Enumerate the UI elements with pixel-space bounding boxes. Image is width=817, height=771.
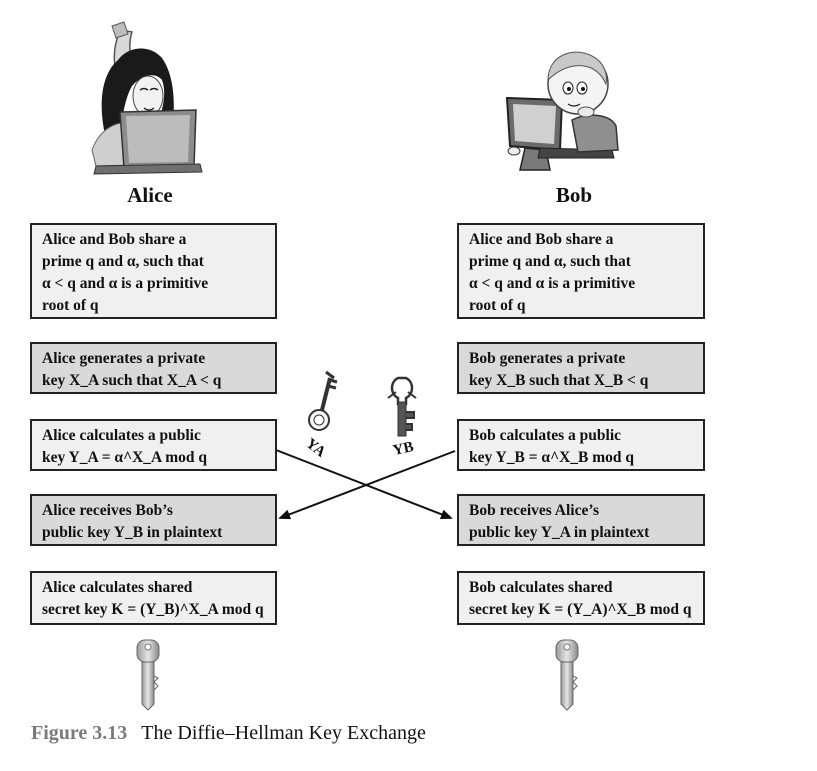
bob-at-computer-icon — [505, 51, 619, 171]
step-line: secret key K = (Y_B)^X_A mod q — [42, 601, 264, 618]
step-line: Bob receives Alice’s — [469, 502, 599, 519]
shared-key-icon — [136, 639, 160, 711]
bob-step-public-key: Bob calculates a public key Y_B = α^X_B … — [457, 419, 705, 471]
step-line: root of q — [42, 297, 99, 314]
step-line: Alice and Bob share a — [42, 231, 187, 248]
bob-step-shared-secret: Bob calculates shared secret key K = (Y_… — [457, 571, 705, 625]
step-line: public key Y_A in plaintext — [469, 524, 650, 541]
figure-title: The Diffie–Hellman Key Exchange — [141, 722, 426, 744]
step-line: Alice generates a private — [42, 350, 206, 367]
step-line: prime q and α, such that — [42, 253, 204, 270]
alice-with-laptop-icon — [91, 21, 203, 175]
bob-step-receive: Bob receives Alice’s public key Y_A in p… — [457, 494, 705, 546]
step-line: Bob calculates shared — [469, 579, 613, 596]
participant-bob: Bob — [555, 183, 593, 207]
bob-step-shared-params: Alice and Bob share a prime q and α, suc… — [457, 223, 705, 319]
private-key-icon-a — [308, 370, 338, 431]
private-key-icon-b — [387, 376, 417, 437]
step-line: key X_B such that X_B < q — [469, 372, 649, 389]
step-line: secret key K = (Y_A)^X_B mod q — [469, 601, 692, 618]
step-line: public key Y_B in plaintext — [42, 524, 223, 541]
alice-step-shared-params: Alice and Bob share a prime q and α, suc… — [30, 223, 277, 319]
alice-step-public-key: Alice calculates a public key Y_A = α^X_… — [30, 419, 277, 471]
step-line: α < q and α is a primitive — [469, 275, 636, 292]
step-line: Alice receives Bob’s — [42, 502, 173, 519]
alice-step-private-key: Alice generates a private key X_A such t… — [30, 342, 277, 394]
step-line: prime q and α, such that — [469, 253, 631, 270]
exchange-arrows — [275, 449, 456, 520]
participant-alice: Alice — [127, 183, 173, 207]
step-line: key X_A such that X_A < q — [42, 372, 222, 389]
step-line: Bob generates a private — [469, 350, 626, 367]
arrow-ya-to-bob — [275, 449, 453, 520]
figure-caption: Figure 3.13 The Diffie–Hellman Key Exchan… — [31, 722, 426, 745]
bob-step-private-key: Bob generates a private key X_B such tha… — [457, 342, 705, 394]
step-line: root of q — [469, 297, 526, 314]
step-line: key Y_A = α^X_A mod q — [42, 449, 208, 466]
arrow-yb-to-alice — [278, 450, 456, 520]
key-label-yb-text: YB — [391, 439, 416, 460]
step-line: key Y_B = α^X_B mod q — [469, 449, 635, 466]
figure-number: Figure 3.13 — [31, 722, 128, 744]
alice-step-receive: Alice receives Bob’s public key Y_B in p… — [30, 494, 277, 546]
step-line: Bob calculates a public — [469, 427, 622, 444]
alice-step-shared-secret: Alice calculates shared secret key K = (… — [30, 571, 277, 625]
step-line: α < q and α is a primitive — [42, 275, 209, 292]
step-line: Alice and Bob share a — [469, 231, 614, 248]
shared-key-icon — [555, 639, 579, 711]
step-line: Alice calculates shared — [42, 579, 193, 596]
step-line: Alice calculates a public — [42, 427, 201, 444]
